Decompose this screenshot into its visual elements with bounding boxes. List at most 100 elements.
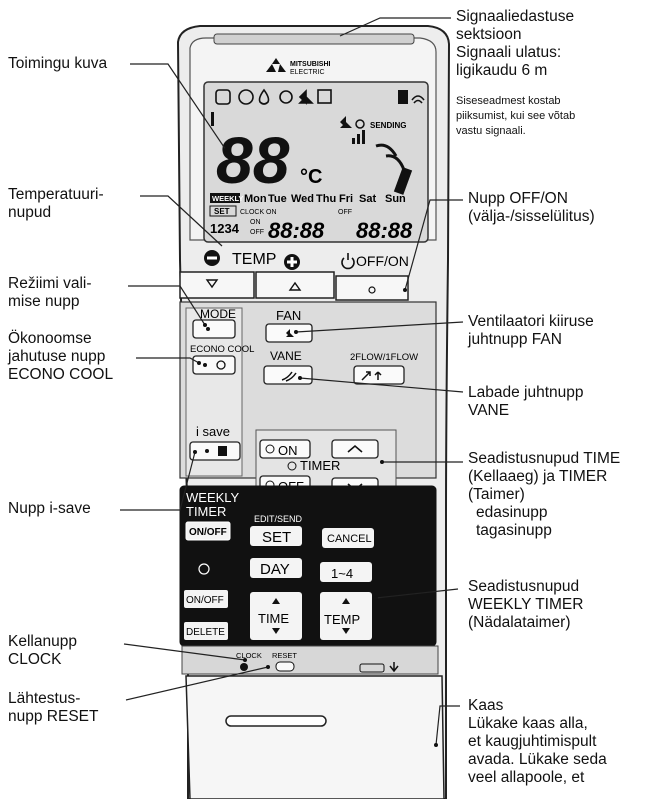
label-signaal-note: Siseseadmest kostab piiksumist, kui see … [456, 94, 575, 139]
chevron-up-icon [288, 281, 302, 291]
label-line: avada. Lükake seda [468, 751, 607, 768]
lcd-time1: 88:88 [268, 218, 325, 243]
vane-button[interactable] [263, 365, 313, 385]
timer-on-button[interactable] [259, 439, 311, 459]
cover-slot [225, 715, 327, 727]
lcd-day: Sun [385, 193, 406, 205]
temp-up-button[interactable] [255, 271, 335, 299]
time-button[interactable] [250, 592, 302, 640]
battery-icon [398, 90, 408, 104]
label-line: Kellanupp [8, 633, 77, 650]
chevron-up-icon [272, 598, 280, 604]
label-okonoomse: Ökonoomse jahutuse nupp ECONO COOL [8, 330, 113, 384]
heat-mode-icon [279, 90, 293, 104]
chevron-down-icon [272, 628, 280, 634]
lcd-day: Thu [316, 193, 336, 205]
label-line: (Taimer) [468, 486, 525, 503]
label-line: Lähtestus- [8, 690, 81, 707]
lcd-temperature: 88 [216, 123, 290, 197]
battery-cover-icon [359, 663, 385, 673]
label-line: ECONO COOL [8, 366, 114, 383]
label-kaas: Kaas Lükake kaas alla, et kaugjuhtimispu… [468, 697, 607, 787]
clock-onoff-button[interactable] [184, 590, 228, 608]
lcd-day: Fri [339, 193, 353, 205]
fan-button-icon [286, 329, 294, 337]
thermometer-icon [211, 112, 214, 126]
lcd-day: Sat [359, 193, 376, 205]
label-line: mise nupp [8, 293, 80, 310]
chevron-up-icon [342, 598, 350, 604]
cancel-button[interactable] [322, 528, 374, 548]
range-button[interactable] [320, 562, 372, 582]
chevron-up-icon [347, 444, 363, 453]
clock-label: CLOCK [236, 651, 262, 660]
power-icon [341, 253, 355, 270]
label-line: Siseseadmest kostab [456, 95, 561, 107]
vane-button-icon [281, 371, 297, 382]
time-label: TIME [258, 611, 289, 626]
label-line: Seadistusnupud [468, 578, 580, 595]
cover[interactable] [185, 675, 445, 799]
offon-button[interactable] [335, 275, 409, 301]
lcd-days: Mon Tue Wed Thu Fri Sat Sun [244, 193, 406, 205]
mode-button[interactable] [192, 319, 236, 339]
day-button[interactable] [250, 558, 302, 578]
arrow-down-icon [389, 662, 399, 673]
label-line: nupud [8, 204, 52, 221]
econo-cool-button[interactable] [192, 355, 236, 375]
label-line: veel allapoole, et [468, 769, 585, 786]
lcd-day: Tue [268, 193, 287, 205]
label-line: vastu signaali. [456, 125, 526, 137]
delete-button[interactable] [184, 622, 228, 640]
label-line: sektsioon [456, 26, 522, 43]
isave-button[interactable] [189, 441, 241, 461]
label-line: juhtnupp FAN [468, 331, 562, 348]
weekly-timer-line2: TIMER [186, 504, 226, 519]
chevron-down-icon [205, 279, 219, 289]
fan-label: FAN [276, 308, 301, 323]
weekly-onoff-button[interactable] [185, 521, 231, 541]
label-isave: Nupp i-save [8, 500, 91, 518]
econo-cool-icon [216, 360, 226, 370]
flow-button[interactable] [353, 365, 405, 385]
label-line: Lükake kaas alla, [468, 715, 588, 732]
label-line: Nupp i-save [8, 500, 91, 517]
lcd-display [203, 81, 429, 243]
mitsubishi-logo-icon [266, 58, 286, 72]
lcd-day: Mon [244, 193, 267, 205]
range-label: 1~4 [331, 566, 353, 581]
label-line: Temperatuuri- [8, 186, 104, 203]
vane-label: VANE [270, 349, 302, 363]
lcd-numbers: 1234 [210, 221, 240, 236]
temp-down-button[interactable] [179, 271, 255, 299]
label-kellanupp: Kellanupp CLOCK [8, 633, 77, 669]
label-line: (Kellaaeg) ja TIMER [468, 468, 608, 485]
set-label: SET [262, 529, 291, 546]
label-signaal: Signaaliedastuse sektsioon Signaali ulat… [456, 8, 574, 80]
clock-onoff-label: ON/OFF [186, 595, 224, 606]
brand-line2: ELECTRIC [290, 69, 325, 76]
label-line: tagasinupp [476, 522, 552, 539]
label-line: (Nädalataimer) [468, 614, 571, 631]
label-line: Nupp OFF/ON [468, 190, 568, 207]
lcd-weekly-tag [210, 193, 240, 203]
lcd-time2: 88:88 [356, 218, 413, 243]
clock-button[interactable] [240, 663, 248, 671]
temp-setting-label: TEMP [324, 612, 360, 627]
fan-mode-icon [298, 89, 314, 105]
label-line: WEEKLY TIMER [468, 596, 584, 613]
time-up-button[interactable] [331, 439, 379, 459]
reset-button[interactable] [275, 661, 295, 672]
mode-label: MODE [200, 307, 236, 321]
flow-button-icon [361, 371, 382, 381]
set-button[interactable] [250, 526, 302, 546]
temp-setting-button[interactable] [320, 592, 372, 640]
label-line: Toimingu kuva [8, 55, 108, 72]
label-line: et kaugjuhtimispult [468, 733, 597, 750]
weekly-onoff-label: ON/OFF [189, 527, 227, 538]
label-seadistus-weekly: Seadistusnupud WEEKLY TIMER (Nädalataime… [468, 578, 583, 632]
label-line: Kaas [468, 697, 504, 714]
brand-line1: MITSUBISHI [290, 61, 331, 68]
lower-strip [181, 645, 439, 675]
